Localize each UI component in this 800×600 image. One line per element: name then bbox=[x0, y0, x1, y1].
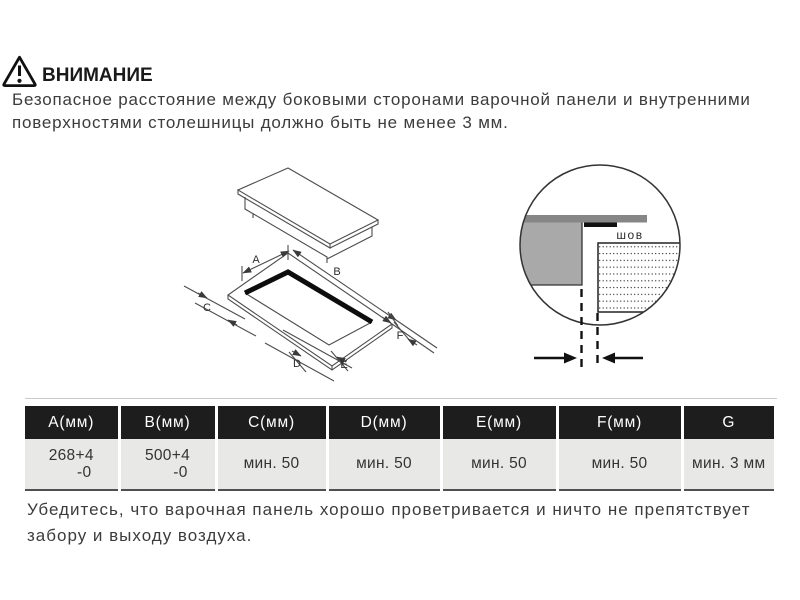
cell-a: 268+4-0 bbox=[25, 439, 121, 491]
dim-label-f: F bbox=[397, 330, 404, 342]
right-arrow bbox=[602, 352, 615, 364]
table-top-rule bbox=[25, 398, 777, 399]
cutout-dimensions-diagram: A B C D E F bbox=[183, 167, 438, 382]
table-value-row: 268+4-0 500+4-0 мин. 50 мин. 50 мин. 50 … bbox=[25, 439, 774, 491]
hob-glass-bar bbox=[520, 215, 647, 223]
left-arrow bbox=[564, 352, 577, 364]
dim-label-d: D bbox=[293, 358, 301, 370]
footer-note: Убедитесь, что варочная панель хорошо пр… bbox=[27, 500, 751, 545]
seam-label: шов bbox=[616, 228, 643, 242]
dimensions-table: А(мм) В(мм) С(мм) D(мм) Е(мм) F(мм) G 26… bbox=[25, 406, 774, 491]
cell-d: мин. 50 bbox=[327, 439, 443, 491]
dim-label-c: C bbox=[203, 302, 211, 314]
col-header-e: Е(мм) bbox=[441, 406, 559, 439]
col-header-d: D(мм) bbox=[327, 406, 443, 439]
cell-f: мин. 50 bbox=[557, 439, 684, 491]
cell-e: мин. 50 bbox=[441, 439, 559, 491]
warning-text: Безопасное расстояние между боковыми сто… bbox=[12, 90, 751, 132]
cell-c: мин. 50 bbox=[216, 439, 329, 491]
warning-title: ВНИМАНИЕ bbox=[42, 65, 153, 86]
seam-detail-diagram: шов bbox=[519, 164, 681, 368]
col-header-g: G bbox=[682, 406, 774, 439]
cutout-outer-edge bbox=[227, 252, 393, 367]
col-header-b: В(мм) bbox=[119, 406, 218, 439]
cell-g: мин. 3 мм bbox=[682, 439, 774, 491]
warning-triangle-icon bbox=[2, 55, 37, 87]
cell-b: 500+4-0 bbox=[119, 439, 218, 491]
col-header-f: F(мм) bbox=[557, 406, 684, 439]
table-header-row: А(мм) В(мм) С(мм) D(мм) Е(мм) F(мм) G bbox=[25, 406, 774, 439]
col-header-a: А(мм) bbox=[25, 406, 121, 439]
col-header-c: С(мм) bbox=[216, 406, 329, 439]
dim-label-b: B bbox=[333, 266, 340, 278]
cutout-highlight-edge bbox=[243, 269, 374, 325]
detail-circle bbox=[519, 164, 681, 326]
hob-body bbox=[520, 222, 582, 285]
dim-label-a: A bbox=[252, 254, 260, 266]
seam-bar bbox=[584, 222, 617, 227]
dim-label-e: E bbox=[340, 359, 347, 371]
